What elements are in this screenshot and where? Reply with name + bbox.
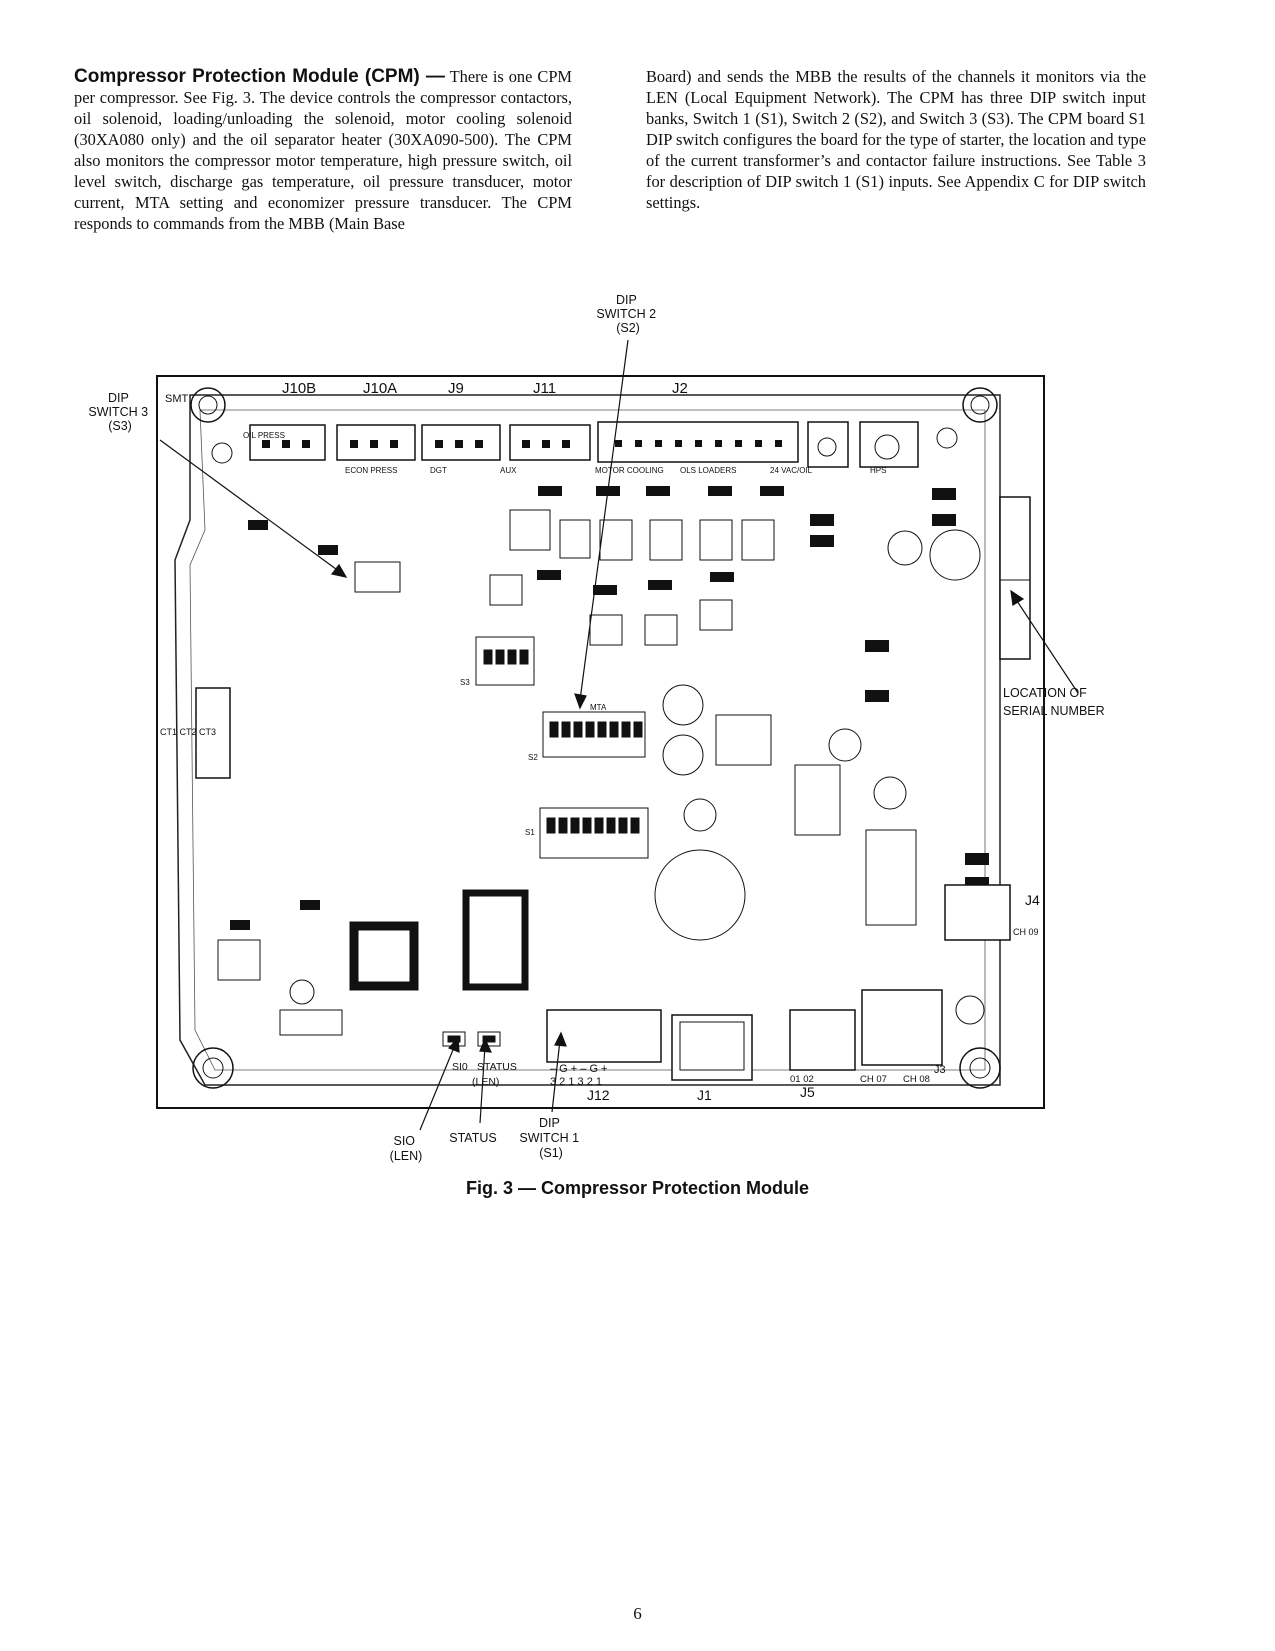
cpm-board-figure: SMT J10B J10A J9 J11 J2 OIL PRESS ECON P… xyxy=(88,293,1105,1163)
callout-dip-s1-line3: (S1) xyxy=(539,1146,563,1160)
callout-dip-switch-3: DIP SWITCH 3 (S3) xyxy=(88,391,151,433)
label-j9: J9 xyxy=(448,380,464,397)
callout-dip-s2-line3: (S2) xyxy=(616,321,640,335)
dip-switch-s2 xyxy=(542,711,646,758)
serial-number-plate xyxy=(999,496,1031,660)
label-j12-pins: – G + – G + xyxy=(550,1063,607,1075)
label-ch09: CH 09 xyxy=(1013,927,1039,937)
callout-sio-line2: (LEN) xyxy=(390,1149,423,1163)
label-ch07: CH 07 xyxy=(860,1074,887,1085)
callout-status: STATUS xyxy=(449,1131,496,1145)
callout-dip-switch-1: DIP SWITCH 1 (S1) xyxy=(519,1116,582,1160)
relay-row xyxy=(489,509,775,646)
figure-caption: Fig. 3 — Compressor Protection Module xyxy=(465,1178,810,1198)
label-24vac: 24 VAC/OIL xyxy=(770,466,813,475)
callout-dip-s2-line1: DIP xyxy=(616,293,637,307)
callout-serial-line1: LOCATION OF xyxy=(1003,686,1087,700)
label-oil-press: OIL PRESS xyxy=(243,431,285,440)
callout-sio-line1: SIO xyxy=(393,1134,415,1148)
capacitors xyxy=(289,529,981,1005)
callout-dip-s1-line1: DIP xyxy=(539,1116,560,1130)
label-j10a: J10A xyxy=(363,380,397,397)
bottom-connectors xyxy=(195,687,1011,1081)
right-body-text: Board) and sends the MBB the results of … xyxy=(646,67,1146,212)
label-s2: S2 xyxy=(528,753,538,762)
label-j2: J2 xyxy=(672,380,688,397)
label-j12-nums: 3 2 1 3 2 1 xyxy=(550,1076,602,1088)
callout-serial-number: LOCATION OF SERIAL NUMBER xyxy=(1003,686,1105,718)
section-heading: Compressor Protection Module (CPM) — xyxy=(74,66,445,87)
microcontrollers xyxy=(217,561,917,1036)
led-indicators xyxy=(442,1031,501,1047)
dip-switch-s1 xyxy=(539,807,649,859)
callout-dip-s1-line2: SWITCH 1 xyxy=(519,1131,579,1145)
label-len: (LEN) xyxy=(472,1076,499,1088)
label-loaders: OLS LOADERS xyxy=(680,466,736,475)
label-hps: HPS xyxy=(870,466,886,475)
mounting-hole-icon xyxy=(190,387,1001,1089)
label-j10b: J10B xyxy=(282,380,316,397)
label-mta: MTA xyxy=(590,703,607,712)
label-dgt: DGT xyxy=(430,466,447,475)
label-aux: AUX xyxy=(500,466,517,475)
left-paragraph: Compressor Protection Module (CPM) — The… xyxy=(74,66,572,234)
label-econ-press: ECON PRESS xyxy=(345,466,397,475)
page-number: 6 xyxy=(633,1604,642,1623)
label-ch08: CH 08 xyxy=(903,1074,930,1085)
label-status-board: STATUS xyxy=(477,1061,517,1073)
left-column: Compressor Protection Module (CPM) — The… xyxy=(74,66,572,234)
label-j3: J3 xyxy=(934,1064,946,1076)
callout-dip-s3-line3: (S3) xyxy=(108,419,132,433)
callout-sio: SIO (LEN) xyxy=(390,1134,423,1163)
label-j4: J4 xyxy=(1025,892,1040,908)
label-j5-pins: 01 02 xyxy=(790,1074,814,1085)
label-s1: S1 xyxy=(525,828,535,837)
callout-dip-s3-line1: DIP xyxy=(108,391,129,405)
left-body-text: There is one CPM per compressor. See Fig… xyxy=(74,67,573,233)
label-si0: SI0 xyxy=(452,1061,468,1073)
label-j11: J11 xyxy=(533,380,556,397)
callout-leaders xyxy=(159,339,1079,1131)
label-ct: CT1 CT2 CT3 xyxy=(160,727,216,737)
dip-switch-s3 xyxy=(475,636,535,686)
callout-dip-s3-line2: SWITCH 3 xyxy=(88,405,148,419)
label-j1: J1 xyxy=(697,1087,712,1103)
label-motor-cooling: MOTOR COOLING xyxy=(595,466,664,475)
connector-pins xyxy=(262,440,782,448)
label-s3: S3 xyxy=(460,678,470,687)
callout-dip-switch-2: DIP SWITCH 2 (S2) xyxy=(596,293,659,335)
callout-serial-line2: SERIAL NUMBER xyxy=(1003,704,1105,718)
label-smt: SMT xyxy=(165,393,189,405)
right-column: Board) and sends the MBB the results of … xyxy=(646,66,1146,213)
callout-dip-s2-line2: SWITCH 2 xyxy=(596,307,656,321)
label-j12: J12 xyxy=(587,1087,610,1103)
label-j5: J5 xyxy=(800,1084,815,1100)
